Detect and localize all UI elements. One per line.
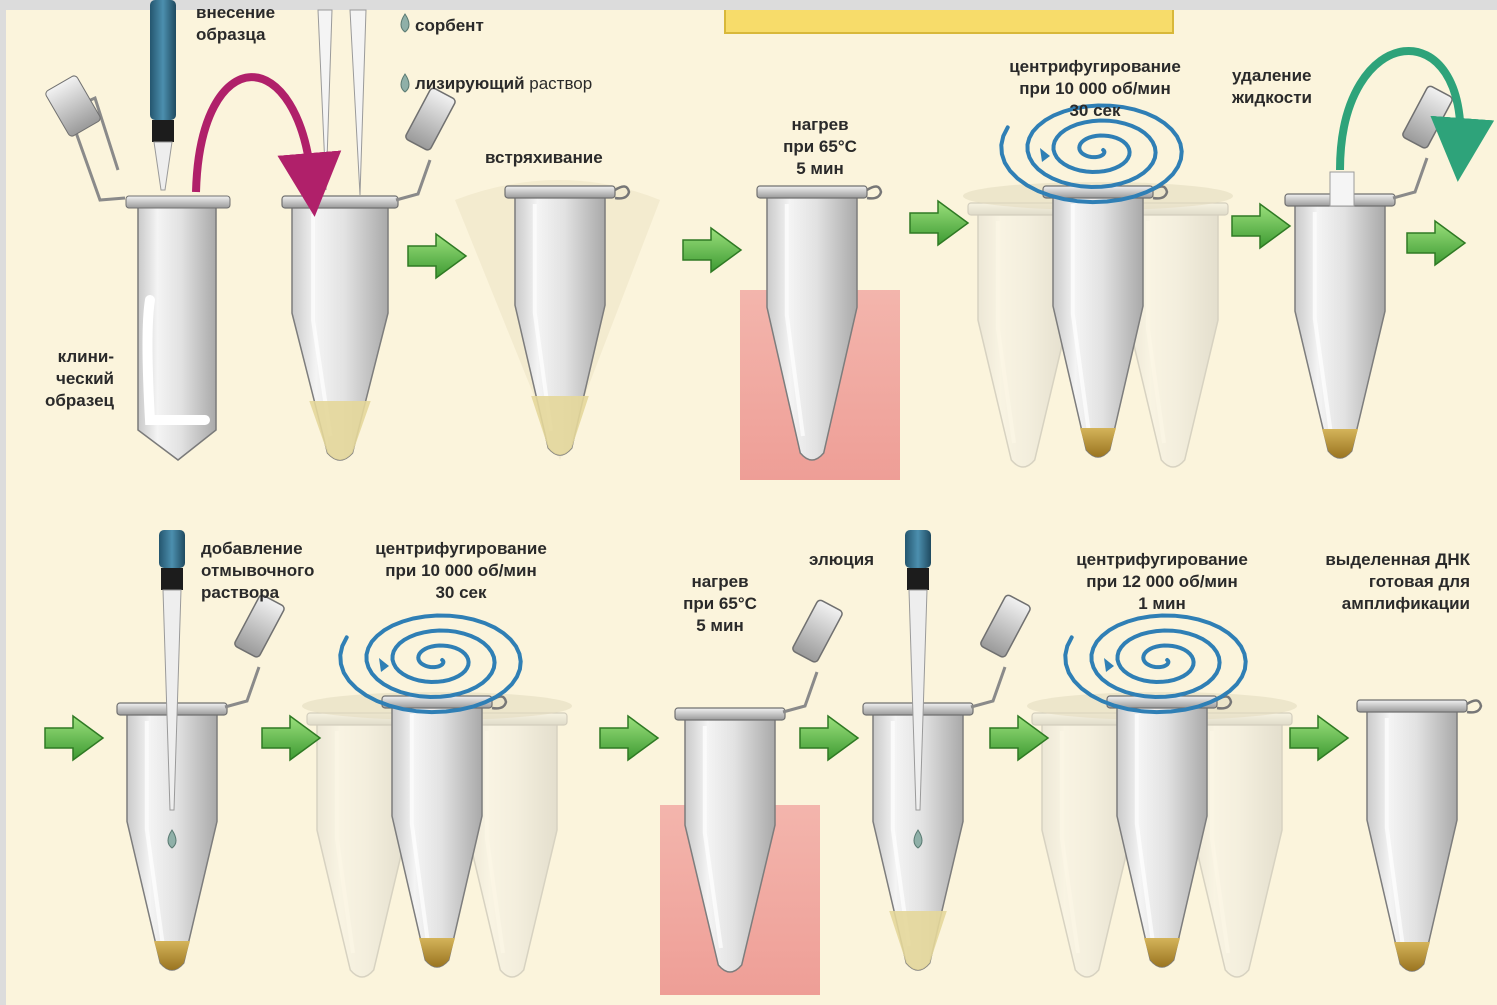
label-result: выделенная ДНК готовая для амплификации [1280, 549, 1470, 615]
label-sample-addition: внесение образца [196, 2, 275, 46]
right-arrow-icon [1232, 204, 1290, 248]
label-liquid-removal: удаление жидкости [1232, 65, 1312, 109]
pellet [1322, 429, 1358, 458]
liquid [889, 911, 947, 970]
right-arrow-icon [408, 234, 466, 278]
lid-hinge [225, 667, 259, 707]
sample-pipette [150, 0, 176, 190]
right-arrow-icon [1407, 221, 1465, 265]
pipette-tip [350, 10, 366, 195]
right-arrow-icon [683, 228, 741, 272]
pellet [154, 941, 190, 970]
label-sorbent: сорбент [415, 15, 484, 37]
tube-rim [675, 708, 785, 720]
label-centrifuge-2: центрифугирование при 10 000 об/мин 30 с… [345, 538, 577, 604]
liquid [309, 401, 370, 460]
label-shaking: встряхивание [485, 147, 603, 169]
lid-hinge [783, 672, 817, 712]
spiral-icon [1065, 616, 1245, 713]
label-lysis: лизирующий раствор [415, 73, 592, 95]
lid-hinge [1393, 158, 1427, 198]
tube-wash [117, 594, 285, 970]
label-elution: элюция [809, 549, 874, 571]
tube-result [1357, 700, 1481, 971]
pellet [1144, 938, 1180, 967]
right-arrow-icon [45, 716, 103, 760]
tube-hinge [867, 186, 881, 198]
tube-lid [979, 594, 1031, 658]
tube-lid [1401, 85, 1453, 149]
tube-rim [282, 196, 398, 208]
label-lysis-rest: раствор [525, 74, 593, 93]
label-clinical-sample: клини- ческий образец [20, 346, 114, 412]
spiral-icon [340, 616, 520, 713]
label-centrifuge-1: центрифугирование при 10 000 об/мин 30 с… [980, 56, 1210, 122]
label-lysis-bold: лизирующий [415, 74, 525, 93]
pellet [1080, 428, 1116, 457]
pellet [419, 938, 455, 967]
tube-lid [404, 87, 456, 151]
tube-rim [757, 186, 867, 198]
tube-elution [863, 594, 1031, 970]
transfer-arrow-icon [196, 77, 312, 192]
tube-hinge [1467, 700, 1481, 712]
tube-rim [505, 186, 615, 198]
tube-rim [1357, 700, 1467, 712]
drop-icon [401, 74, 409, 92]
tube-lid [44, 74, 101, 137]
lid-hinge [971, 667, 1005, 707]
tube-removal [1285, 85, 1453, 458]
right-arrow-icon [910, 201, 968, 245]
label-wash-addition: добавление отмывочного раствора [201, 538, 314, 604]
label-heat-2: нагрев при 65°С 5 мин [640, 571, 800, 637]
drop-icon [401, 14, 409, 32]
right-arrow-icon [1290, 716, 1348, 760]
lid-hinge [396, 160, 430, 200]
removal-tip [1330, 172, 1354, 206]
label-centrifuge-3: центрифугирование при 12 000 об/мин 1 ми… [1047, 549, 1277, 615]
right-arrow-icon [800, 716, 858, 760]
pellet [1394, 942, 1430, 971]
liquid [531, 396, 589, 455]
right-arrow-icon [600, 716, 658, 760]
label-heat-1: нагрев при 65°С 5 мин [740, 114, 900, 180]
pipette-tip [318, 10, 332, 190]
